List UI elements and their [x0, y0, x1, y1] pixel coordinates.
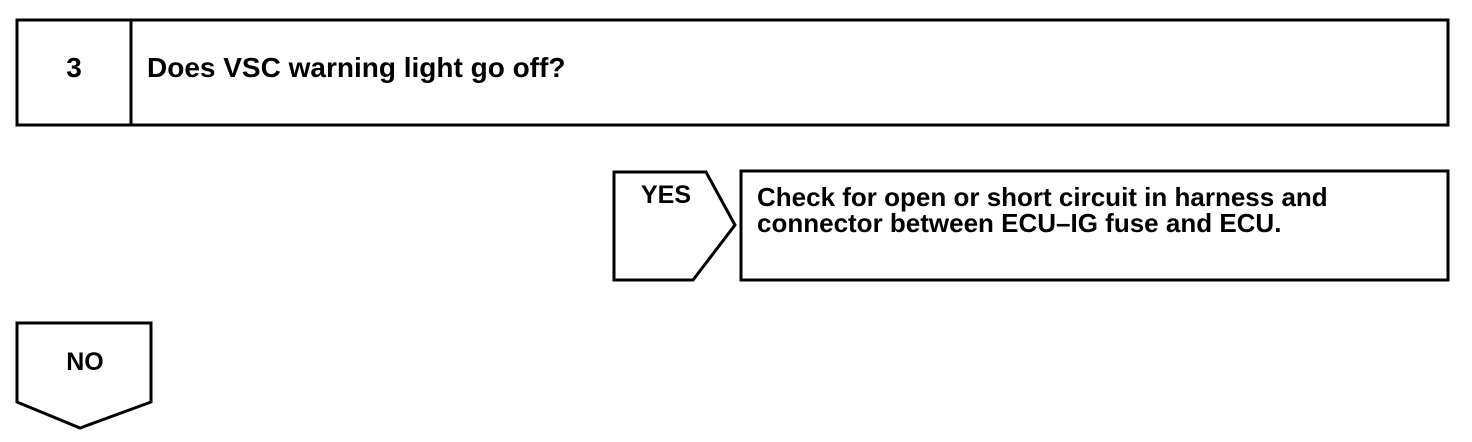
- yes-arrow: [612, 170, 737, 282]
- step-box: [15, 18, 1450, 127]
- step-question: Does VSC warning light go off?: [147, 52, 566, 83]
- step-number: 3: [66, 52, 82, 83]
- yes-action-text: Check for open or short circuit in harne…: [757, 182, 1328, 238]
- action-box: [739, 169, 1450, 282]
- no-label: NO: [66, 348, 104, 376]
- no-arrow: [15, 321, 153, 430]
- yes-label: YES: [641, 181, 692, 209]
